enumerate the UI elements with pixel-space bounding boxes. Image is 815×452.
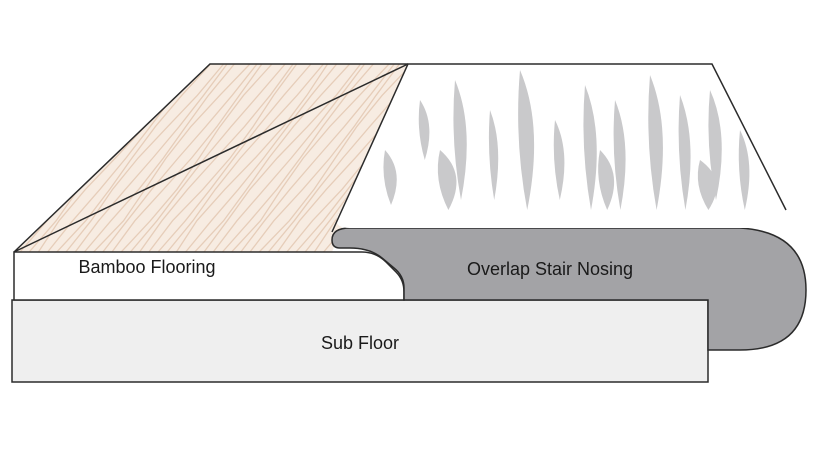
bamboo-grain-line: [93, 64, 251, 252]
bamboo-flooring-label: Bamboo Flooring: [78, 257, 215, 277]
bamboo-grain-line: [185, 64, 338, 252]
nosing-grain-streak: [678, 95, 691, 210]
bamboo-grain-line: [166, 64, 324, 252]
bamboo-grain-line: [240, 64, 395, 252]
nosing-grain-streak: [648, 75, 663, 210]
nosing-grain-streak: [383, 150, 397, 205]
bamboo-grain-line: [65, 64, 225, 252]
bamboo-grain-line: [157, 64, 312, 252]
bamboo-grain-line: [83, 64, 235, 252]
bamboo-grain-line: [102, 64, 258, 252]
nosing-grain-pattern: [383, 70, 750, 210]
overlap-stair-nosing-label: Overlap Stair Nosing: [467, 259, 633, 279]
sub-floor-label: Sub Floor: [321, 333, 399, 353]
bamboo-grain-line: [111, 64, 263, 252]
bamboo-grain-line: [120, 64, 273, 252]
nosing-grain-streak: [583, 85, 597, 210]
stair-nosing-top-surface: [331, 63, 787, 233]
bamboo-grain-line: [258, 64, 408, 252]
nosing-grain-streak: [598, 150, 615, 210]
nosing-grain-streak: [488, 110, 499, 200]
bamboo-grain-line: [139, 64, 294, 252]
nosing-grain-streak: [697, 160, 717, 210]
bamboo-grain-line: [175, 64, 329, 252]
nosing-grain-streak: [418, 100, 430, 160]
bamboo-grain-line: [249, 64, 400, 252]
nosing-grain-streak: [518, 70, 535, 210]
stair-nosing-profile: [331, 227, 807, 351]
bamboo-grain-line: [203, 64, 362, 252]
nosing-grain-streak: [437, 150, 457, 210]
sub-floor-board: [11, 299, 709, 383]
bamboo-grain-line: [221, 64, 374, 252]
bamboo-grain-line: [231, 64, 390, 252]
bamboo-grain-line: [129, 64, 286, 252]
bamboo-grain-line: [194, 64, 351, 252]
nosing-grain-streak: [738, 130, 750, 210]
bamboo-grain-line: [148, 64, 298, 252]
nosing-grain-streak: [613, 100, 626, 210]
bamboo-grain-line: [74, 64, 228, 252]
nosing-grain-streak: [553, 120, 565, 200]
bamboo-grain-line: [56, 64, 211, 252]
nosing-grain-streak: [453, 80, 467, 200]
